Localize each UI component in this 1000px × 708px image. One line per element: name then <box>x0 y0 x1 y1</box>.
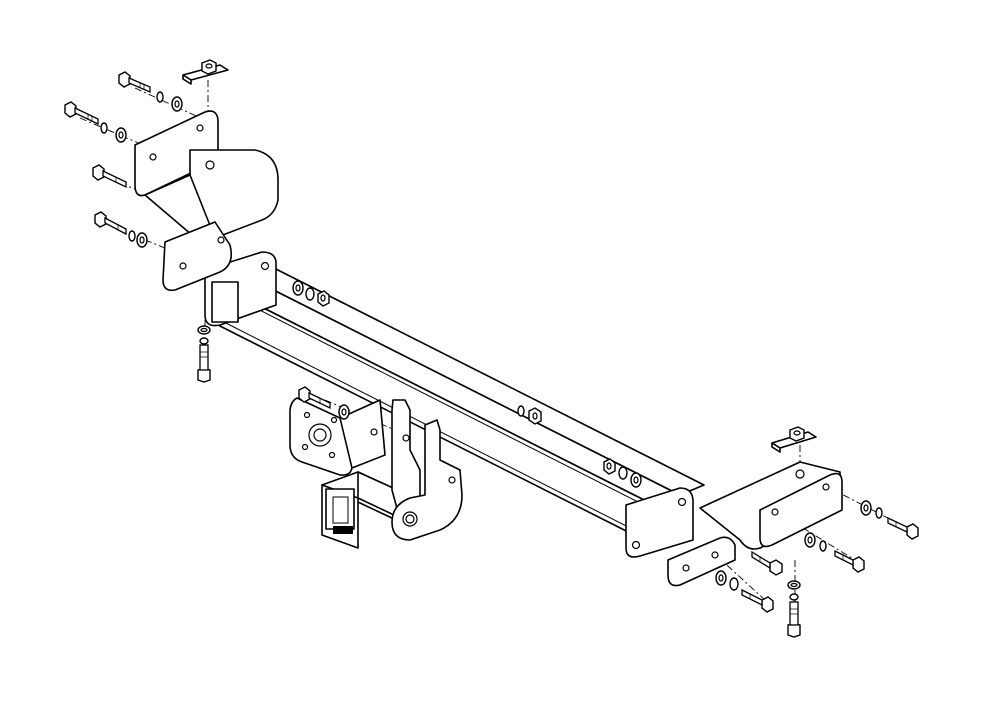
bolt-icon <box>94 211 127 236</box>
right-mounting-bracket <box>667 461 843 587</box>
washers-right-group <box>715 500 883 601</box>
bolt-icon <box>64 101 99 126</box>
bolt-icon <box>741 588 774 613</box>
receiver-crossbar <box>204 251 705 558</box>
bolt-icon <box>751 550 783 576</box>
nuts-left-group <box>292 280 330 307</box>
bolt-icon <box>787 601 801 638</box>
spacer-plate-right <box>771 426 817 453</box>
bolt-icon <box>118 71 151 93</box>
nuts-middle-group <box>517 405 542 425</box>
bolt-icon <box>197 344 211 383</box>
nuts-right-group <box>603 458 642 488</box>
washers-left-group <box>100 91 350 420</box>
spacer-plate-left <box>182 59 229 85</box>
hitch-receiver <box>321 399 463 549</box>
left-mounting-bracket <box>134 110 279 292</box>
bolts-right-group <box>741 516 919 638</box>
bolt-icon <box>887 516 919 540</box>
bolts-left-group <box>64 71 331 410</box>
bolt-icon <box>298 386 331 410</box>
bolt-icon <box>92 164 127 189</box>
socket-bracket <box>289 397 386 476</box>
bolt-icon <box>834 549 865 573</box>
